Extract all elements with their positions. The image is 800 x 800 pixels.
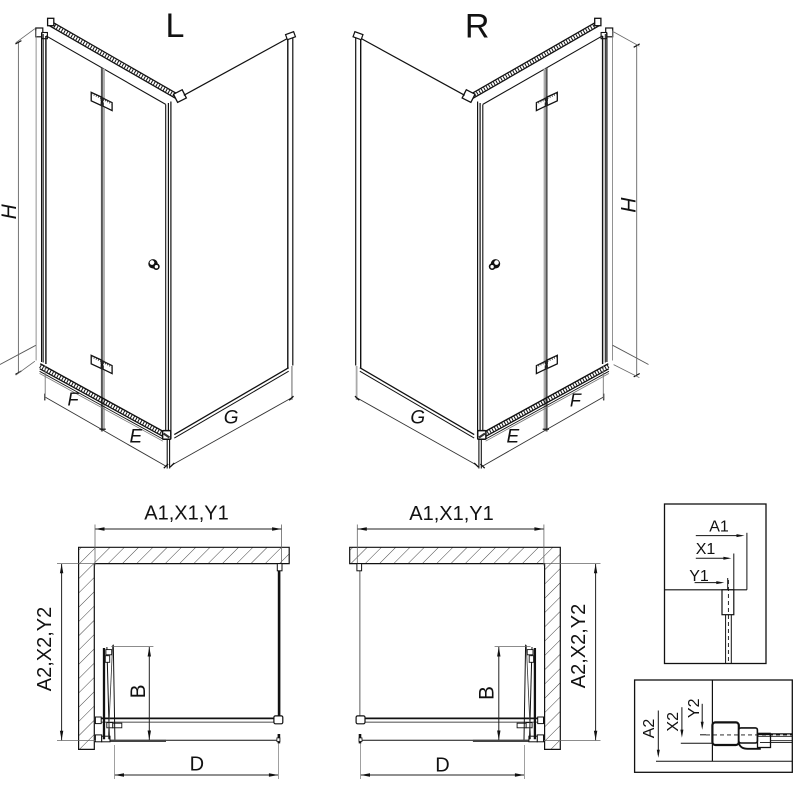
svg-text:X1: X1	[696, 541, 716, 558]
svg-text:A1,X1,Y1: A1,X1,Y1	[409, 503, 494, 525]
svg-text:A1: A1	[709, 519, 729, 536]
svg-text:H: H	[616, 197, 639, 213]
svg-text:L: L	[165, 7, 184, 45]
svg-text:X2: X2	[665, 712, 682, 732]
svg-text:Y2: Y2	[686, 698, 703, 718]
svg-text:R: R	[465, 8, 490, 46]
svg-text:D: D	[435, 755, 449, 777]
svg-text:F: F	[68, 390, 80, 410]
svg-text:G: G	[224, 407, 239, 428]
svg-text:D: D	[190, 753, 204, 775]
svg-text:B: B	[127, 684, 150, 698]
svg-text:A1,X1,Y1: A1,X1,Y1	[144, 502, 229, 524]
svg-text:B: B	[476, 686, 499, 700]
svg-text:Y1: Y1	[689, 568, 709, 585]
svg-text:A2,X2,Y2: A2,X2,Y2	[568, 604, 590, 689]
svg-text:F: F	[570, 391, 582, 411]
svg-text:A2: A2	[641, 719, 658, 739]
svg-text:H: H	[0, 203, 21, 219]
svg-text:E: E	[129, 427, 142, 448]
svg-text:G: G	[410, 407, 425, 428]
svg-text:A2,X2,Y2: A2,X2,Y2	[34, 607, 56, 692]
svg-text:E: E	[506, 427, 519, 448]
